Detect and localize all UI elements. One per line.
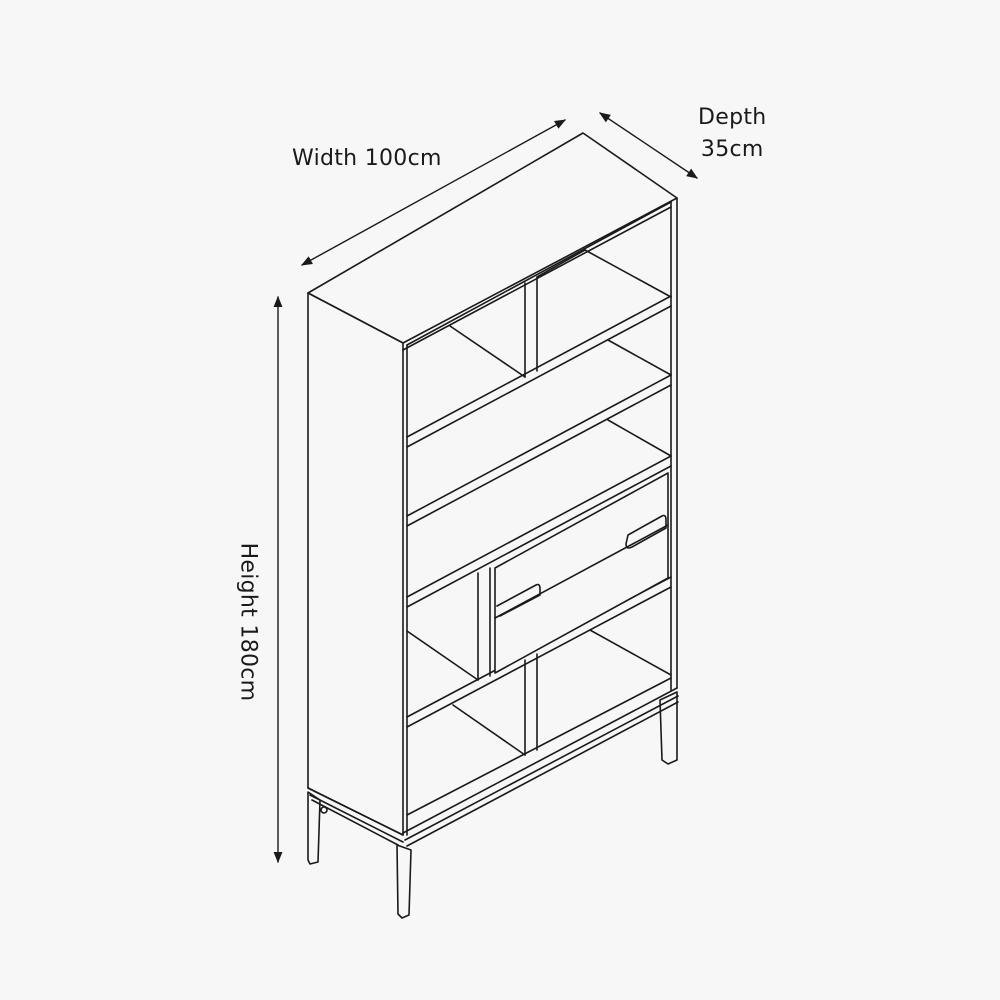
depth-label-line1: Depth bbox=[698, 105, 767, 130]
height-label: Height 180cm bbox=[235, 542, 261, 702]
width-label: Width 100cm bbox=[292, 146, 442, 171]
drawer-handle-icon bbox=[496, 583, 541, 617]
depth-label: Depth 35cm bbox=[698, 102, 767, 166]
depth-dimension-arrow bbox=[599, 112, 698, 179]
drawer-handle-icon bbox=[625, 514, 667, 549]
bookcase-carcass bbox=[307, 132, 678, 836]
plinth-and-legs bbox=[307, 687, 679, 919]
width-dimension-arrow bbox=[301, 119, 566, 266]
drawer[interactable] bbox=[494, 472, 669, 674]
depth-label-line2: 35cm bbox=[700, 137, 764, 162]
shelves bbox=[406, 249, 672, 816]
